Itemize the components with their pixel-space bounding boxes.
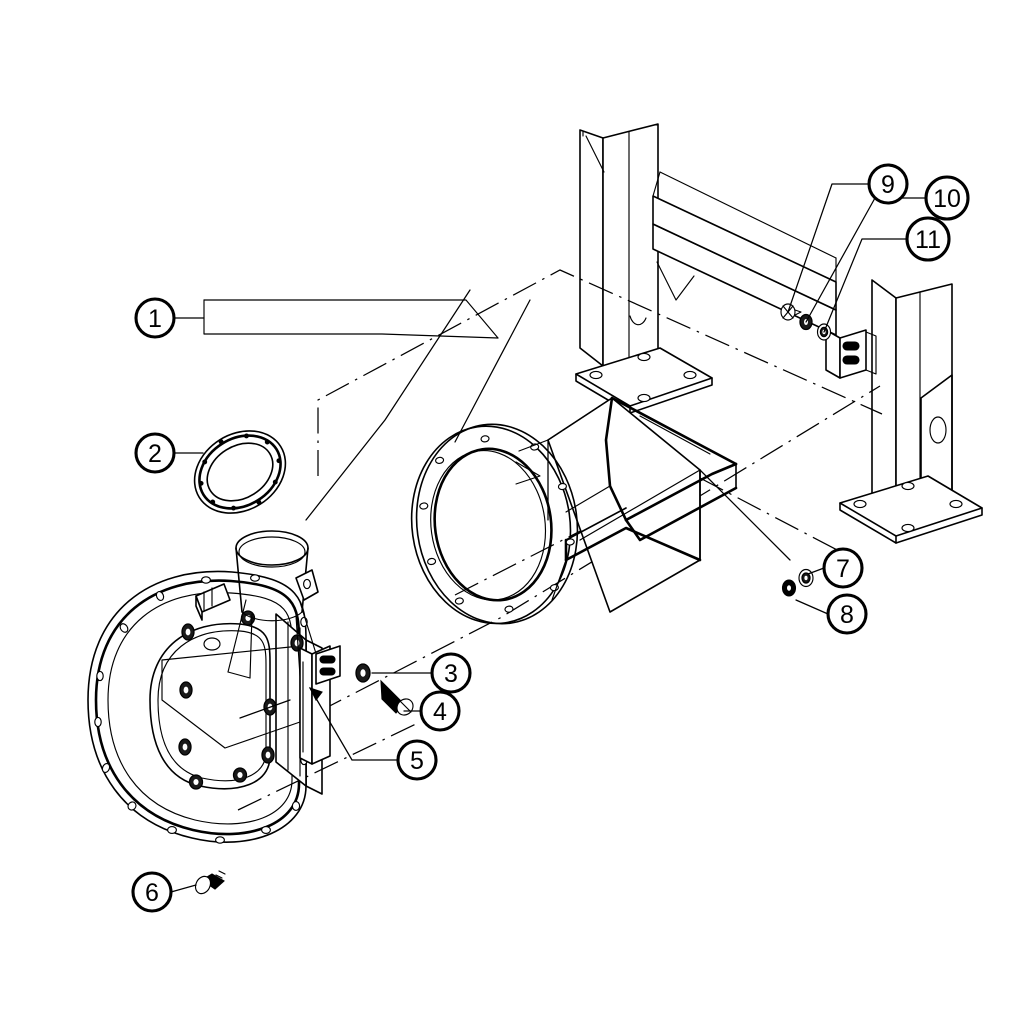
balloon-10[interactable]: 10 <box>924 175 970 221</box>
balloon-circle <box>822 547 864 589</box>
hex-head-bolt-4 <box>380 679 414 716</box>
frame-post-left <box>575 123 713 414</box>
balloon-circle <box>924 175 970 221</box>
balloon-circle <box>867 163 909 205</box>
balloon-circle <box>826 593 868 635</box>
balloon-6[interactable]: 6 <box>131 871 173 913</box>
flat-washer-3 <box>355 663 371 683</box>
balloon-circle <box>905 216 951 262</box>
balloon-label: 1 <box>148 305 162 333</box>
balloon-1[interactable]: 1 <box>134 297 176 339</box>
balloon-circle <box>396 739 438 781</box>
housing-screw-6 <box>194 870 226 895</box>
lock-washer-7 <box>798 568 814 588</box>
balloon-circle <box>131 871 173 913</box>
balloon-label: 4 <box>433 698 447 726</box>
balloon-label: 6 <box>145 879 159 907</box>
balloon-label: 9 <box>881 171 895 199</box>
discharge-duct-top-panel <box>203 299 499 339</box>
balloon-label: 7 <box>836 555 850 583</box>
balloon-2[interactable]: 2 <box>134 432 176 474</box>
balloon-label: 5 <box>410 747 424 775</box>
balloon-5[interactable]: 5 <box>396 739 438 781</box>
balloon-label: 10 <box>933 185 961 213</box>
balloon-3[interactable]: 3 <box>430 652 472 694</box>
balloon-8[interactable]: 8 <box>826 593 868 635</box>
flange-bolt-holes <box>94 574 308 844</box>
balloon-circle <box>134 297 176 339</box>
flange-gasket-ring <box>193 430 287 514</box>
blower-outlet-stack <box>195 530 319 679</box>
balloon-label: 11 <box>915 226 941 254</box>
blower-scroll-housing <box>87 530 341 844</box>
fastener-group-duct <box>781 568 814 597</box>
fastener-group-bracket <box>355 663 414 716</box>
mounting-bracket <box>299 645 341 765</box>
balloon-label: 2 <box>148 440 162 468</box>
frame-mounting-bracket <box>825 329 877 379</box>
balloons: 1 2 3 45 6 7 8 9 10 11 <box>131 163 970 913</box>
balloon-7[interactable]: 7 <box>822 547 864 589</box>
balloon-11[interactable]: 11 <box>905 216 951 262</box>
fastener-group-frame <box>780 303 832 341</box>
frame-post-right <box>839 279 983 544</box>
balloon-circle <box>419 690 461 732</box>
balloon-label: 3 <box>444 660 458 688</box>
balloon-circle <box>430 652 472 694</box>
transition-duct <box>410 396 738 625</box>
balloon-label: 8 <box>840 601 854 629</box>
balloon-9[interactable]: 9 <box>867 163 909 205</box>
hex-nut-8 <box>781 579 797 597</box>
balloon-circle <box>134 432 176 474</box>
balloon-4[interactable]: 4 <box>419 690 461 732</box>
